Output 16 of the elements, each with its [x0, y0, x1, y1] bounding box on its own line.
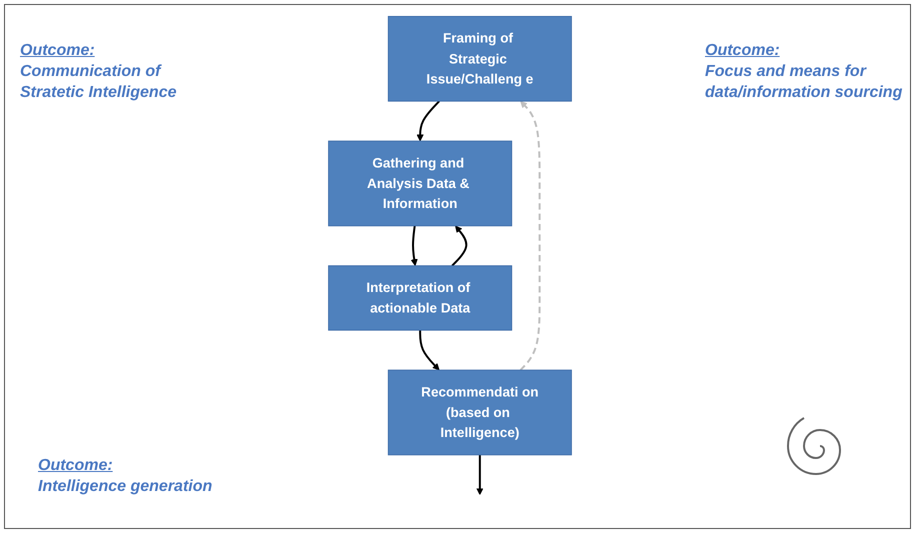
- outcome-heading: Outcome:: [38, 456, 114, 476]
- arrow: [416, 100, 440, 142]
- outcome-heading: Outcome:: [705, 41, 781, 61]
- outcome-note: Focus and means for data/information sourcing: [705, 62, 904, 103]
- node-box: Recommendati on (based on Intelligence): [388, 370, 572, 456]
- outcome-note: Communication of Stratetic Intelligence: [20, 62, 178, 103]
- node-box: Interpretation of actionable Data: [328, 265, 512, 331]
- arrow: [419, 330, 440, 370]
- node-box: Gathering and Analysis Data & Information: [328, 140, 512, 226]
- arrow: [476, 454, 484, 496]
- node-box: Framing of Strategic Issue/Challeng e: [388, 16, 572, 102]
- arrow: [451, 226, 468, 266]
- outcome-heading: Outcome:: [20, 41, 96, 61]
- outcome-note: Intelligence generation: [38, 477, 214, 497]
- arrow: [410, 226, 418, 266]
- arrow: [520, 100, 541, 371]
